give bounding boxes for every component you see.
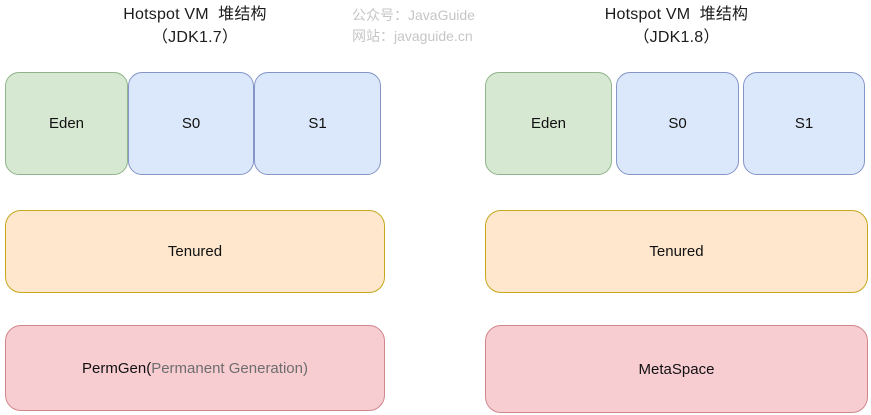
box-s1-jdk17: S1 [254, 72, 381, 175]
box-permgen-jdk17: PermGen(Permanent Generation) [5, 325, 385, 411]
title-jdk18: Hotspot VM 堆结构 （JDK1.8） [485, 3, 868, 49]
box-eden-jdk18: Eden [485, 72, 612, 175]
box-label: MetaSpace [639, 361, 715, 378]
box-label: Tenured [649, 243, 704, 260]
box-tenured-jdk17: Tenured [5, 210, 385, 293]
metaspace-main-text: MetaSpace [638, 360, 715, 378]
title-jdk17-line2: （JDK1.7） [151, 29, 239, 46]
box-s1-jdk18: S1 [743, 72, 865, 175]
box-label: S1 [794, 115, 814, 132]
title-jdk18-line2: （JDK1.8） [633, 29, 720, 46]
title-jdk17-line1: Hotspot VM 堆结构 [123, 6, 267, 23]
box-eden-jdk17: Eden [5, 72, 128, 175]
watermark: 公众号：JavaGuide 网站：javaguide.cn [352, 5, 475, 47]
box-metaspace-jdk18: MetaSpace [485, 325, 868, 413]
box-label: S1 [308, 115, 327, 132]
box-label: S0 [668, 115, 687, 132]
box-s0-jdk17: S0 [128, 72, 254, 175]
box-label: Eden [530, 115, 567, 132]
box-label: Tenured [167, 243, 223, 260]
box-label: S0 [181, 115, 201, 132]
box-label: Eden [48, 115, 85, 132]
permgen-main-text: PermGen( [82, 359, 152, 377]
box-label: PermGen(Permanent Generation) [82, 360, 308, 377]
title-jdk17: Hotspot VM 堆结构 （JDK1.7） [5, 3, 385, 49]
box-tenured-jdk18: Tenured [485, 210, 868, 293]
watermark-line2: 网站：javaguide.cn [352, 28, 473, 44]
box-s0-jdk18: S0 [616, 72, 739, 175]
title-jdk18-line1: Hotspot VM 堆结构 [604, 6, 749, 23]
watermark-line1: 公众号：JavaGuide [352, 7, 475, 23]
permgen-secondary-text: Permanent Generation) [151, 359, 308, 377]
